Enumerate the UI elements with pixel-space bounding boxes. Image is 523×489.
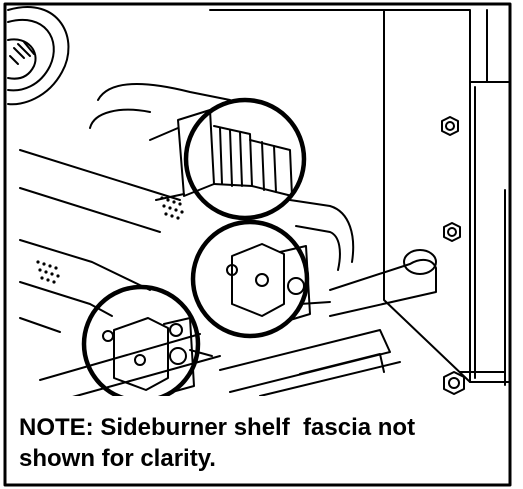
note-box: NOTE: Sideburner shelf fascia not shown … bbox=[7, 396, 505, 476]
callout-circles bbox=[81, 97, 310, 404]
callout-circle-valve bbox=[183, 97, 307, 221]
valve-fitting bbox=[149, 109, 293, 201]
note-text: NOTE: Sideburner shelf fascia not shown … bbox=[19, 414, 416, 472]
upper-clamp bbox=[226, 243, 331, 321]
gas-pipe bbox=[89, 82, 437, 317]
burner-tubes bbox=[19, 149, 221, 407]
hex-bolts bbox=[441, 116, 465, 395]
control-panel bbox=[209, 9, 511, 386]
fascia-slats bbox=[219, 329, 401, 397]
lower-clamp bbox=[102, 317, 213, 393]
callout-circle-upper-clamp bbox=[190, 219, 310, 339]
callout-circle-lower-clamp bbox=[81, 284, 201, 404]
port-holes bbox=[36, 196, 184, 284]
burner-ring bbox=[7, 6, 70, 106]
image-frame bbox=[3, 2, 512, 487]
